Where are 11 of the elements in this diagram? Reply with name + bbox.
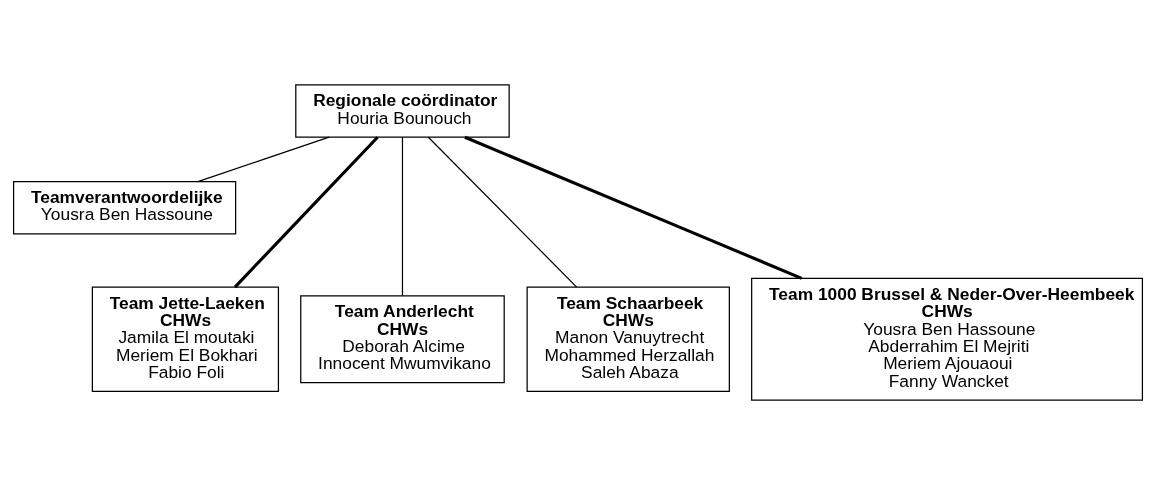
node-box: Team Schaarbeek CHWs Manon Vanuytrecht Mohammed Herzallah Saleh Abaza [526,286,730,392]
node-box: Regionale coördinator Houria Bounouch [295,83,510,138]
node-box: Team Anderlecht CHWs Deborah Alcime Innocent Mwumvikano [300,294,505,383]
node-box: Team 1000 Brussel & Neder-Over-Heembeek CHWs Yousra Ben Hassoune Abderrahim El Mejriti Meriem Ajouaoui Fanny Wancket [751,277,1144,401]
node-box: Team Jette-Laeken CHWs Jamila El moutaki Meriem El Bokhari Fabio Foli [91,286,280,392]
connector [464,135,803,280]
connector [197,136,330,182]
connector [401,136,404,296]
connector [233,135,379,288]
connector [427,136,578,288]
node-box: Teamverantwoordelijke Yousra Ben Hassoune [12,180,237,234]
